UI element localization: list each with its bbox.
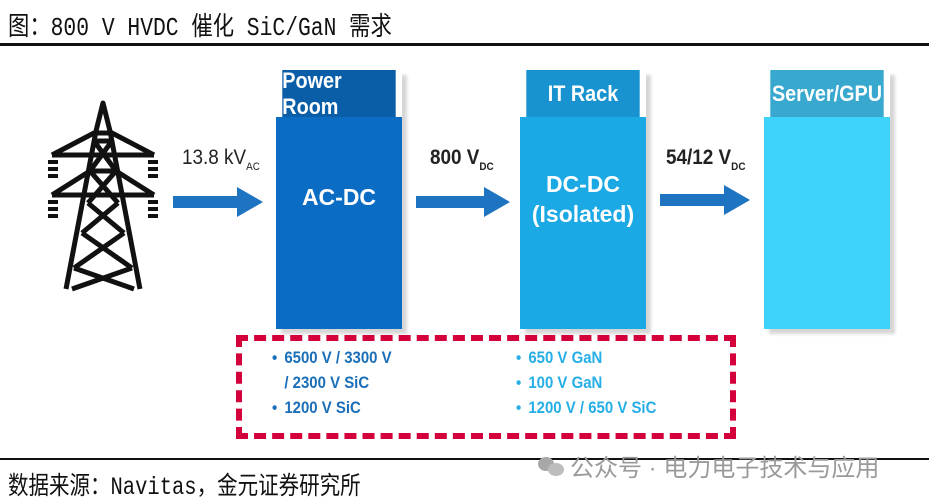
arrow-head-icon bbox=[484, 187, 510, 217]
voltage-value: 13.8 kV bbox=[182, 146, 247, 169]
top-divider bbox=[0, 43, 929, 46]
figure-title: 图：800 V HVDC 催化 SiC/GaN 需求 bbox=[8, 13, 392, 43]
arrow-label-13-8kv: 13.8 kVAC bbox=[182, 146, 260, 173]
source-note: 数据来源：Navitas，金元证券研究所 bbox=[8, 473, 361, 502]
bottom-divider bbox=[0, 458, 929, 460]
device-label: 1200 V / 650 V SiC bbox=[528, 398, 657, 417]
stage-it-rack: IT Rack DC-DC (Isolated) bbox=[520, 70, 646, 329]
bullet-icon: • bbox=[516, 398, 522, 417]
device-item: • 650 V GaN bbox=[516, 345, 656, 370]
stage-header: Server/GPU bbox=[770, 70, 884, 117]
bullet-icon: • bbox=[516, 373, 522, 392]
device-label: 1200 V SiC bbox=[284, 398, 361, 417]
stage-body: DC-DC (Isolated) bbox=[520, 117, 646, 329]
device-label: / 2300 V SiC bbox=[284, 373, 370, 392]
device-item-continued: / 2300 V SiC bbox=[272, 370, 392, 395]
stage-server-gpu: Server/GPU bbox=[764, 70, 890, 329]
voltage-type: DC bbox=[731, 161, 746, 173]
device-item: • 1200 V SiC bbox=[272, 395, 392, 420]
device-label: 100 V GaN bbox=[528, 373, 603, 392]
transmission-tower-icon bbox=[48, 100, 158, 292]
highlight-box bbox=[236, 335, 736, 439]
voltage-type: DC bbox=[479, 161, 494, 173]
arrow-head-icon bbox=[237, 187, 263, 217]
watermark-text: 公众号 · 电力电子技术与应用 bbox=[570, 455, 880, 482]
arrow-label-54-12vdc: 54/12 VDC bbox=[666, 146, 745, 173]
arrow-shaft bbox=[416, 196, 486, 208]
arrow-head-icon bbox=[724, 185, 750, 215]
stage-power-room: Power Room AC-DC bbox=[276, 68, 402, 329]
stage-header: IT Rack bbox=[526, 70, 640, 117]
bullet-icon: • bbox=[272, 398, 278, 417]
stage-header: Power Room bbox=[282, 68, 396, 119]
bullet-icon: • bbox=[516, 348, 522, 367]
device-item: • 1200 V / 650 V SiC bbox=[516, 395, 656, 420]
device-item: • 6500 V / 3300 V bbox=[272, 345, 392, 370]
arrow-shaft bbox=[173, 196, 239, 208]
watermark: 公众号 · 电力电子技术与应用 bbox=[538, 448, 879, 483]
stage-function-note: (Isolated) bbox=[531, 201, 635, 227]
wechat-icon bbox=[538, 455, 564, 477]
voltage-type: AC bbox=[246, 161, 260, 173]
device-label: 650 V GaN bbox=[528, 348, 603, 367]
voltage-value: 800 V bbox=[430, 146, 480, 169]
stage-function: AC-DC bbox=[301, 184, 377, 210]
power-room-devices: • 6500 V / 3300 V / 2300 V SiC • 1200 V Si… bbox=[272, 345, 392, 420]
voltage-value: 54/12 V bbox=[666, 146, 732, 169]
stage-function: DC-DC bbox=[545, 171, 621, 197]
arrow-shaft bbox=[660, 194, 726, 206]
it-rack-devices: • 650 V GaN • 100 V GaN • 1200 V / 650 V Si… bbox=[516, 345, 656, 420]
stage-body: AC-DC bbox=[276, 117, 402, 329]
stage-body bbox=[764, 117, 890, 329]
arrow-label-800vdc: 800 VDC bbox=[430, 146, 494, 173]
device-label: 6500 V / 3300 V bbox=[284, 348, 392, 367]
bullet-icon: • bbox=[272, 348, 278, 367]
device-item: • 100 V GaN bbox=[516, 370, 656, 395]
